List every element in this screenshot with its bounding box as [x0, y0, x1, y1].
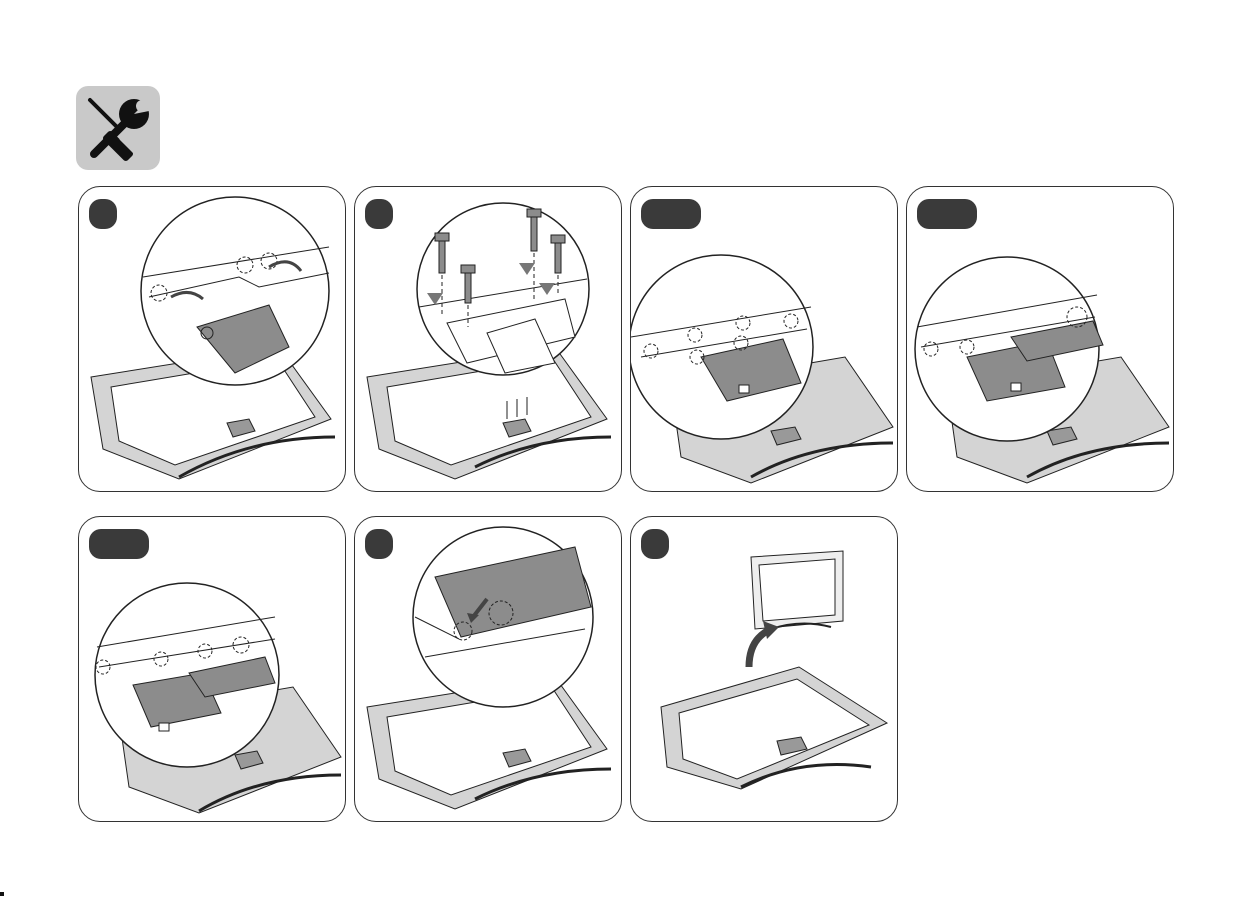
step-panel-3 — [630, 186, 898, 492]
page-corner-mark — [0, 892, 4, 896]
step-panel-6 — [354, 516, 622, 822]
step-badge — [917, 199, 977, 229]
step-4-illustration — [907, 187, 1174, 492]
step-panel-4 — [906, 186, 1174, 492]
step-badge — [641, 199, 701, 229]
step-badge — [89, 529, 149, 559]
step-6-illustration — [355, 517, 622, 822]
step-badge — [365, 529, 393, 559]
step-badge — [641, 529, 669, 559]
tools-icon — [76, 86, 160, 170]
step-1-illustration — [79, 187, 346, 492]
step-2-illustration — [355, 187, 622, 492]
step-badge — [365, 199, 393, 229]
step-7-illustration — [631, 517, 898, 822]
step-3-illustration — [631, 187, 898, 492]
step-panel-7 — [630, 516, 898, 822]
step-panel-1 — [78, 186, 346, 492]
step-badge — [89, 199, 117, 229]
step-5-illustration — [79, 517, 346, 822]
step-panel-5 — [78, 516, 346, 822]
step-panel-2 — [354, 186, 622, 492]
